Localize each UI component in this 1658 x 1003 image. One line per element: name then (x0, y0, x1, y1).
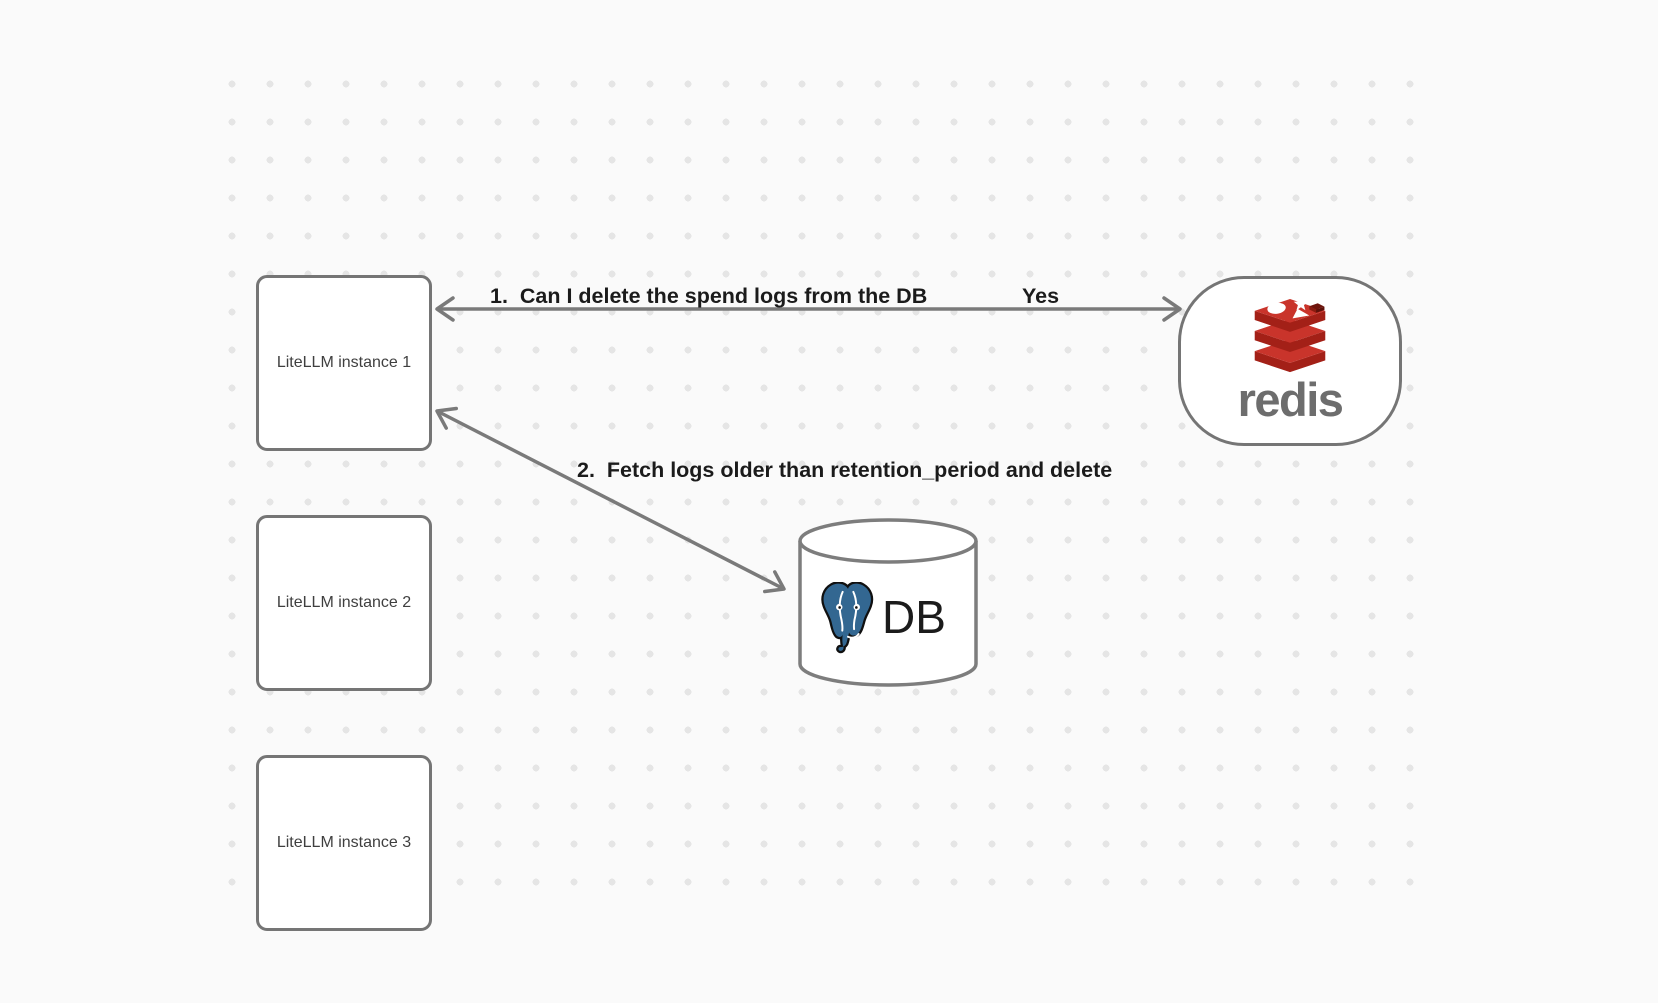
node-litellm-instance-1[interactable]: LiteLLM instance 1 (256, 275, 432, 451)
redis-logo-icon (1254, 296, 1326, 373)
node-litellm-instance-2-label: LiteLLM instance 2 (276, 594, 412, 611)
redis-wordmark: redis (1237, 373, 1344, 426)
postgresql-elephant-icon (821, 582, 874, 654)
node-litellm-instance-3-label: LiteLLM instance 3 (276, 834, 412, 851)
node-litellm-instance-1-label: LiteLLM instance 1 (276, 354, 412, 371)
edge1-label: 1. Can I delete the spend logs from the … (490, 284, 928, 308)
node-redis[interactable]: redis (1178, 276, 1402, 446)
edge2-label: 2. Fetch logs older than retention_perio… (577, 458, 1113, 482)
node-litellm-instance-2[interactable]: LiteLLM instance 2 (256, 515, 432, 691)
edge1-response-label: Yes (1022, 284, 1060, 308)
edge-db-to-instance1[interactable] (435, 406, 786, 594)
node-litellm-instance-3[interactable]: LiteLLM instance 3 (256, 755, 432, 931)
db-label: DB (882, 591, 946, 643)
node-db[interactable]: DB (790, 510, 986, 702)
